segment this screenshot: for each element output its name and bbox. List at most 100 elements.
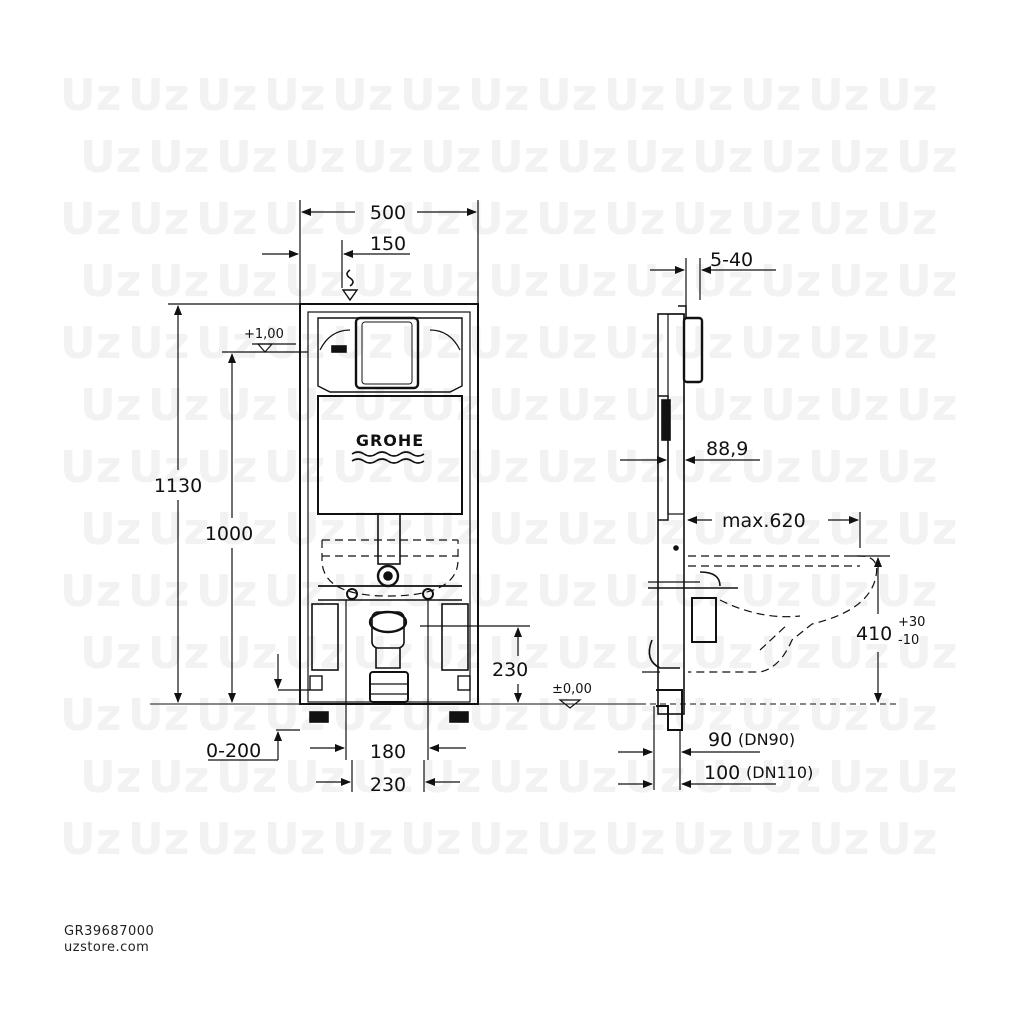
watermark-mark: Uz [420, 256, 481, 307]
watermark-mark: Uz [264, 194, 325, 245]
watermark-mark: Uz [420, 504, 481, 555]
watermark-mark: Uz [420, 380, 481, 431]
dim-max-620-label: max.620 [722, 510, 806, 532]
watermark-mark: Uz [692, 380, 753, 431]
watermark-mark: Uz [332, 690, 393, 741]
watermark-mark: Uz [60, 814, 121, 865]
watermark-mark: Uz [740, 566, 801, 617]
watermark-mark: Uz [128, 690, 189, 741]
watermark-mark: Uz [352, 132, 413, 183]
watermark-mark: Uz [808, 690, 869, 741]
watermark-mark: Uz [876, 318, 937, 369]
watermark-mark: Uz [400, 814, 461, 865]
watermark-mark: Uz [148, 628, 209, 679]
tolerance-minus-label: -10 [898, 633, 919, 648]
watermark-mark: Uz [876, 70, 937, 121]
watermark-mark: Uz [624, 256, 685, 307]
dim-90-label: 90 [708, 729, 732, 751]
watermark-mark: Uz [876, 442, 937, 493]
watermark-mark: Uz [148, 752, 209, 803]
watermark-mark: Uz [284, 380, 345, 431]
watermark-mark: Uz [216, 628, 277, 679]
dim-150-label: 150 [370, 233, 406, 255]
watermark-mark: Uz [80, 132, 141, 183]
watermark-mark: Uz [672, 566, 733, 617]
dim-5-40-label: 5-40 [710, 249, 753, 271]
watermark-mark: Uz [196, 70, 257, 121]
watermark-mark: Uz [672, 70, 733, 121]
watermark-mark: Uz [808, 442, 869, 493]
watermark-mark: Uz [896, 380, 957, 431]
watermark-mark: Uz [216, 380, 277, 431]
watermark-mark: Uz [808, 318, 869, 369]
watermark-mark: Uz [60, 442, 121, 493]
watermark-mark: Uz [896, 132, 957, 183]
watermark-mark: Uz [536, 70, 597, 121]
watermark-mark: Uz [672, 442, 733, 493]
watermark-mark: Uz [284, 132, 345, 183]
watermark-mark: Uz [196, 566, 257, 617]
watermark-mark: Uz [556, 628, 617, 679]
watermark-mark: Uz [692, 752, 753, 803]
watermark-mark: Uz [216, 132, 277, 183]
watermark-mark: Uz [896, 752, 957, 803]
watermark-mark: Uz [896, 256, 957, 307]
watermark-mark: Uz [536, 814, 597, 865]
watermark-mark: Uz [420, 752, 481, 803]
watermark-mark: Uz [80, 752, 141, 803]
watermark-mark: Uz [760, 628, 821, 679]
tolerance-plus-label: +30 [898, 615, 925, 630]
watermark-mark: Uz [60, 318, 121, 369]
dim-1130-label: 1130 [154, 475, 202, 497]
watermark-mark: Uz [284, 752, 345, 803]
watermark-mark: Uz [60, 70, 121, 121]
watermark-mark: Uz [264, 442, 325, 493]
side-dimensions [618, 258, 896, 790]
watermark-mark: Uz [80, 504, 141, 555]
watermark-mark: Uz [60, 194, 121, 245]
watermark-mark: Uz [828, 504, 889, 555]
watermark-mark: Uz [128, 442, 189, 493]
dim-100-label: 100 [704, 762, 740, 784]
watermark-mark: Uz [332, 318, 393, 369]
watermark-mark: Uz [740, 814, 801, 865]
watermark-mark: Uz [468, 814, 529, 865]
watermark-mark: Uz [740, 194, 801, 245]
watermark-mark: Uz [556, 504, 617, 555]
dim-410-label: 410 [856, 623, 892, 645]
watermark-mark: Uz [876, 194, 937, 245]
watermark-mark: Uz [604, 566, 665, 617]
watermark-mark: Uz [468, 70, 529, 121]
watermark-mark: Uz [216, 256, 277, 307]
watermark-mark: Uz [692, 132, 753, 183]
watermark-mark: Uz [604, 690, 665, 741]
watermark-mark: Uz [828, 752, 889, 803]
watermark-mark: Uz [196, 690, 257, 741]
watermark-mark: Uz [488, 504, 549, 555]
dim-230-drain-label: 230 [492, 659, 528, 681]
front-view: GROHE [299, 303, 479, 723]
watermark-mark: Uz [148, 256, 209, 307]
watermark-mark: Uz [828, 132, 889, 183]
watermark-mark: Uz [624, 752, 685, 803]
watermark-mark: Uz [128, 814, 189, 865]
watermark-mark: Uz [148, 132, 209, 183]
watermark-mark: Uz [624, 132, 685, 183]
product-code: GR39687000 [64, 924, 155, 939]
watermark-mark: Uz [128, 566, 189, 617]
watermark-mark: Uz [876, 566, 937, 617]
watermark-mark: Uz [284, 628, 345, 679]
level-top-label: +1,00 [244, 327, 284, 342]
watermark-mark: Uz [400, 194, 461, 245]
watermark-mark: Uz [80, 380, 141, 431]
watermark-mark: Uz [332, 70, 393, 121]
watermark-mark: Uz [488, 380, 549, 431]
watermark-mark: Uz [196, 442, 257, 493]
watermark-mark: Uz [284, 504, 345, 555]
watermark-mark: Uz [536, 690, 597, 741]
dim-500-label: 500 [370, 202, 406, 224]
watermark-mark: Uz [332, 814, 393, 865]
watermark-mark: Uz [128, 194, 189, 245]
watermark-mark: Uz [604, 194, 665, 245]
